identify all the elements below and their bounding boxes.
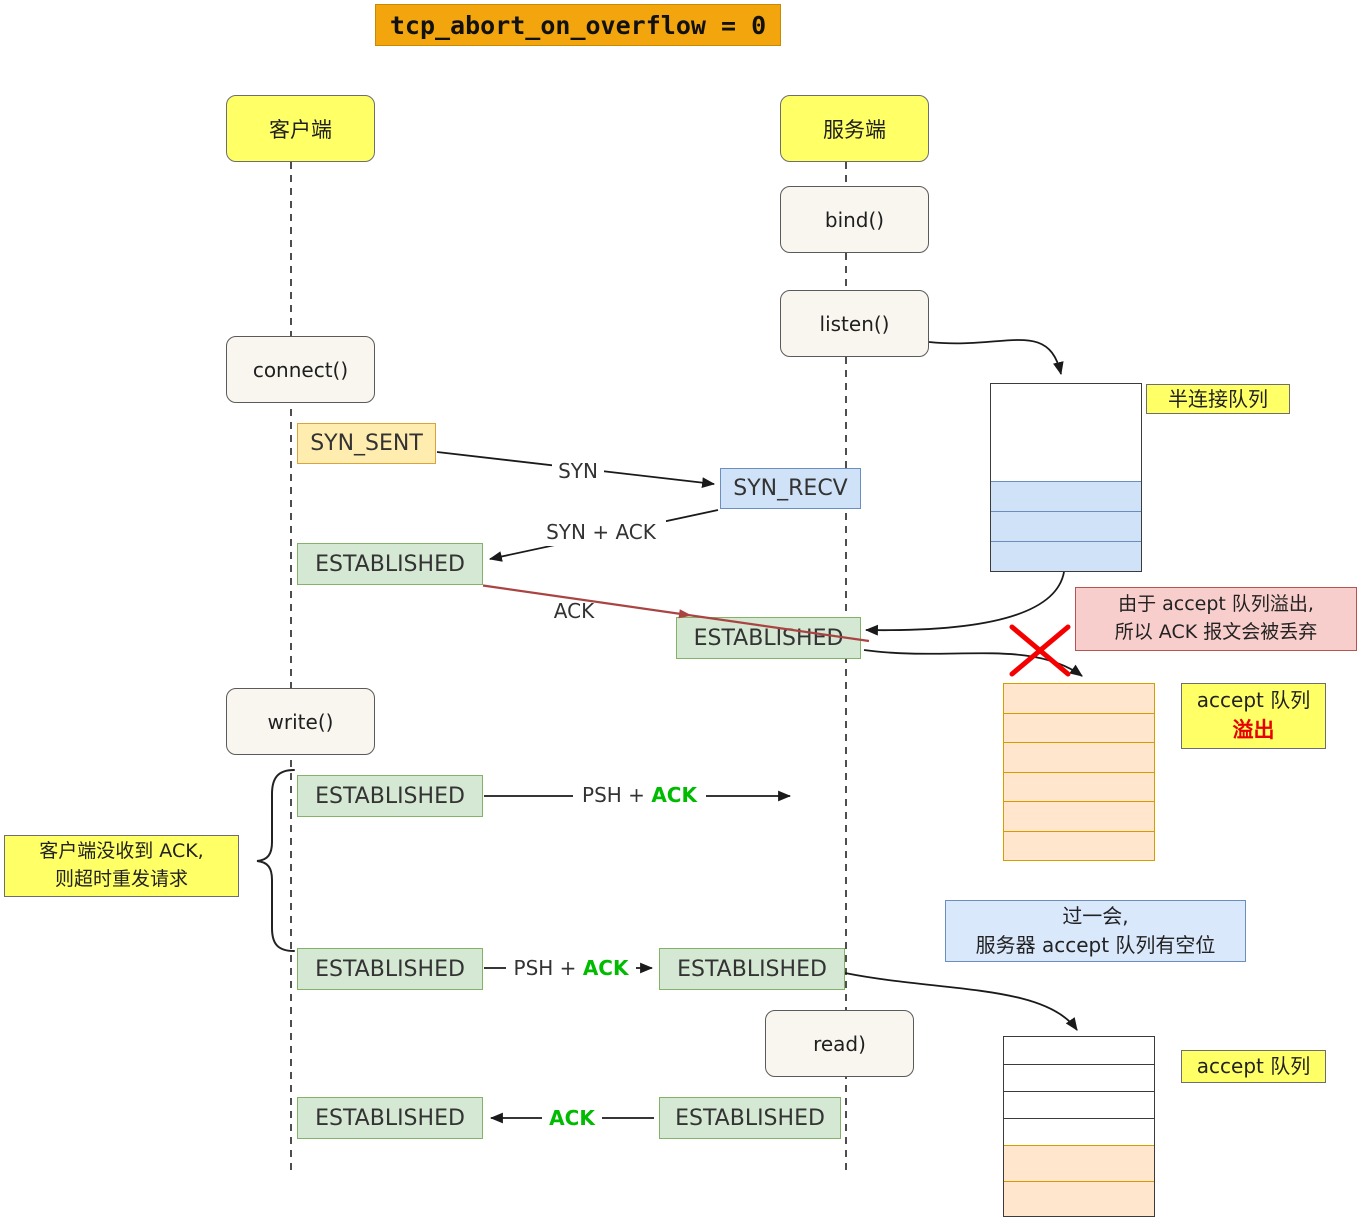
accept-queue-free-slot [1004, 1118, 1154, 1145]
accept-queue-label-text: accept 队列 [1196, 1054, 1311, 1078]
syn-sent-state: SYN_SENT [297, 423, 436, 464]
write-call-box: write() [226, 688, 375, 755]
established-state-client-1: ESTABLISHED [297, 543, 483, 585]
half-queue-label-text: 半连接队列 [1168, 386, 1268, 411]
accept-queue-free-slot [1004, 1064, 1154, 1091]
accept-queue-overflow-label: accept 队列 溢出 [1181, 683, 1326, 749]
client-retry-note-line2: 则超时重发请求 [54, 868, 188, 890]
syn-text: SYN [558, 459, 598, 483]
established-state-server-2: ESTABLISHED [659, 948, 845, 990]
ack-highlight-text: ACK [582, 956, 629, 980]
half-queue-entry [991, 481, 1141, 511]
established-state-client-3: ESTABLISHED [297, 948, 483, 990]
accept-queue-entry [1004, 830, 1154, 860]
accept-queue-entry [1004, 684, 1154, 713]
accept-queue-entry [1004, 801, 1154, 831]
listen-call-box: listen() [780, 290, 929, 357]
half-queue-label: 半连接队列 [1146, 384, 1290, 414]
connect-call-box: connect() [226, 336, 375, 403]
syn-ack-message-label: SYN + ACK [536, 518, 666, 546]
ack-dropped-note-line2: 所以 ACK 报文会被丢弃 [1114, 621, 1318, 643]
half-connection-queue [990, 383, 1142, 572]
actor-client: 客户端 [226, 95, 375, 162]
half-queue-entry [991, 511, 1141, 541]
ack-dropped-note-line1: 由于 accept 队列溢出, [1118, 593, 1314, 616]
syn-message-label: SYN [552, 457, 604, 485]
group-brace [256, 769, 295, 952]
psh-prefix-text: PSH + [582, 783, 652, 807]
accept-queue-entry [1004, 1180, 1154, 1216]
syn-ack-text: SYN + ACK [546, 520, 656, 544]
lifelines [290, 162, 847, 1170]
accept-queue-overflow [1003, 683, 1155, 861]
bind-call-box: bind() [780, 186, 929, 253]
accept-queue-free-slot [1004, 1091, 1154, 1118]
ack-dropped-note: 由于 accept 队列溢出, 所以 ACK 报文会被丢弃 [1075, 587, 1357, 651]
accept-queue-free-slot [1004, 1037, 1154, 1064]
established-state-client-4: ESTABLISHED [297, 1097, 483, 1139]
established-state-server-1: ESTABLISHED [676, 617, 861, 659]
overflow-text: 溢出 [1232, 718, 1275, 743]
queue-free-slot-note-line1: 过一会, [1062, 904, 1129, 928]
accept-queue-entry [1004, 742, 1154, 772]
read-call-box: read) [765, 1010, 914, 1077]
established-state-client-2: ESTABLISHED [297, 775, 483, 817]
ack-message-label-2: ACK [542, 1104, 602, 1132]
ack-text: ACK [553, 599, 595, 623]
ack-message-label: ACK [546, 597, 602, 625]
psh-ack-message-label-2: PSH + ACK [506, 954, 636, 982]
half-queue-empty-space [991, 384, 1141, 481]
accept-queue-label-text: accept 队列 [1196, 688, 1311, 713]
client-retry-note: 客户端没收到 ACK, 则超时重发请求 [4, 835, 239, 897]
accept-queue [1003, 1036, 1155, 1217]
queue-free-slot-note-line2: 服务器 accept 队列有空位 [975, 933, 1216, 957]
message-arrows [436, 339, 1083, 1124]
accept-queue-entry [1004, 712, 1154, 742]
ack-highlight-text: ACK [651, 783, 697, 807]
accept-queue-entry [1004, 1145, 1154, 1181]
established-state-server-3: ESTABLISHED [659, 1097, 841, 1139]
ack-highlight-text: ACK [549, 1106, 595, 1130]
client-retry-note-line1: 客户端没收到 ACK, [39, 840, 204, 863]
title-banner: tcp_abort_on_overflow = 0 [375, 4, 781, 46]
queue-free-slot-note: 过一会, 服务器 accept 队列有空位 [945, 900, 1246, 962]
half-queue-entry [991, 541, 1141, 571]
syn-recv-state: SYN_RECV [720, 468, 861, 509]
psh-ack-message-label-1: PSH + ACK [573, 781, 706, 809]
accept-queue-entry [1004, 771, 1154, 801]
accept-queue-label: accept 队列 [1181, 1050, 1326, 1083]
psh-prefix-text: PSH + [513, 956, 583, 980]
actor-server: 服务端 [780, 95, 929, 162]
